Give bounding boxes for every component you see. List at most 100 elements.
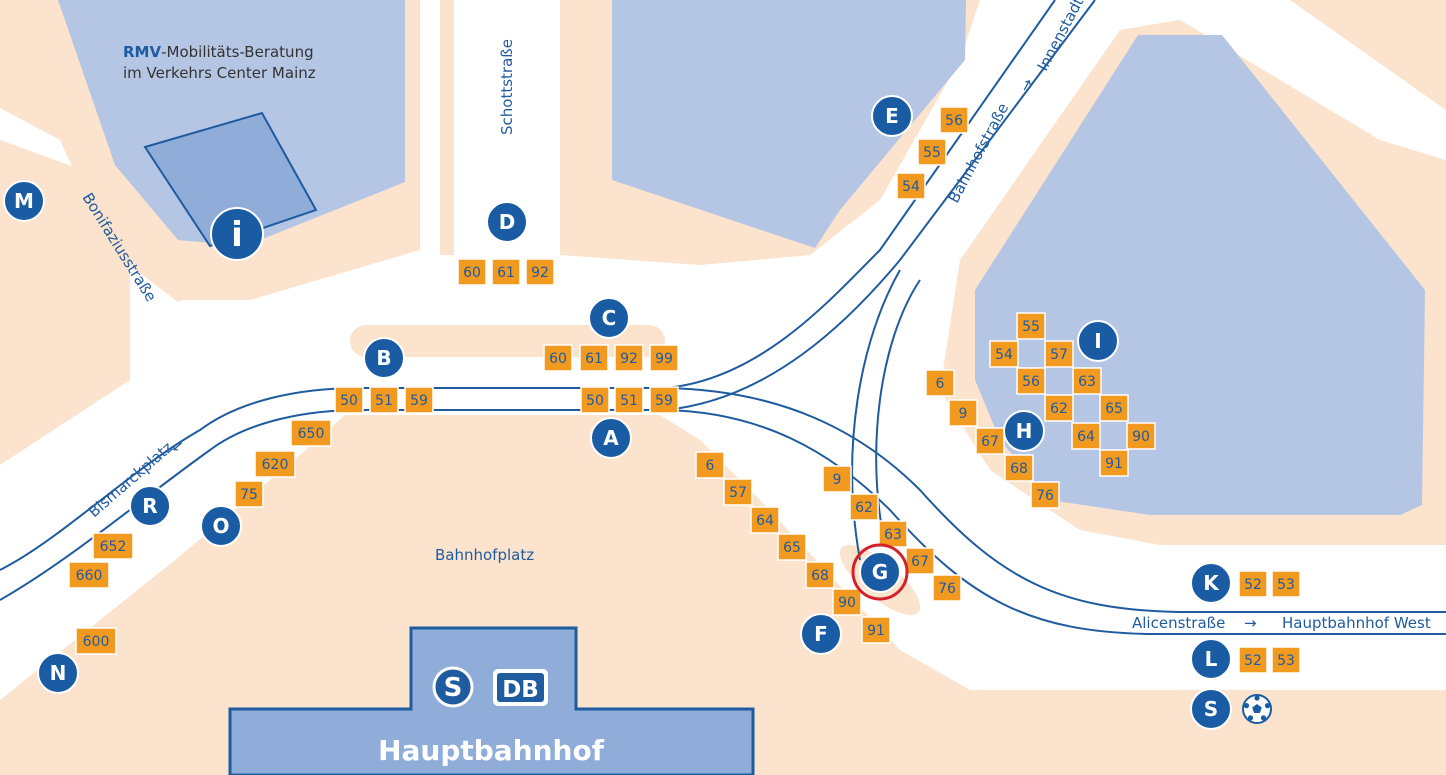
bus-route-box-h-68: 68 [1004,454,1034,482]
label-bahnhofplatz: Bahnhofplatz [435,546,534,564]
stop-marker-circle [590,417,632,459]
stop-marker-k[interactable]: K [1190,562,1232,604]
bus-route-number: 9 [959,406,968,422]
bus-route-box-a-59: 59 [649,386,679,414]
bus-route-box-bg [1271,646,1301,674]
bus-route-box-bg [334,386,364,414]
stop-marker-c[interactable]: C [588,297,630,339]
bus-route-box-g-67: 67 [905,547,935,575]
building-hauptbahnhof [228,626,755,775]
bus-route-box-bg [1004,454,1034,482]
stop-marker-l[interactable]: L [1190,638,1232,680]
stop-marker-m[interactable]: M [3,180,45,222]
bus-route-box-r-660: 660 [68,561,110,589]
stop-marker-n[interactable]: N [37,652,79,694]
bus-route-number: 50 [340,393,358,409]
bus-route-box-l-52: 52 [1238,646,1268,674]
bus-route-number: 61 [497,265,515,281]
sbahn-logo-icon [432,666,474,708]
bus-route-box-bg [491,258,521,286]
bus-route-box-bg [939,106,969,134]
bus-route-number: 9 [833,472,842,488]
stop-marker-circle [3,180,45,222]
db-logo-text: DB [502,677,539,703]
bus-route-box-bg [905,547,935,575]
bus-route-box-bg [1238,646,1268,674]
rmv-brand: RMV [123,43,161,61]
bus-route-box-bg [805,561,835,589]
bus-route-box-e-56: 56 [939,106,969,134]
bus-route-number: 57 [1050,347,1068,363]
stop-marker-o[interactable]: O [200,505,242,547]
bus-route-number: 91 [1105,456,1123,472]
bus-route-box-bg [649,344,679,372]
stop-marker-f[interactable]: F [800,613,842,655]
bus-route-box-bg [1238,570,1268,598]
bus-route-box-c-60: 60 [543,344,573,372]
bus-route-box-d-60: 60 [457,258,487,286]
bus-route-box-bg [1126,422,1156,450]
stop-marker-letter: I [1094,329,1101,353]
stop-marker-b[interactable]: B [363,337,405,379]
rmv-line1-rest: -Mobilitäts-Beratung [161,43,314,61]
bus-route-box-i-62: 62 [1044,394,1074,422]
stop-marker-letter: O [212,514,229,538]
bus-route-box-k-53: 53 [1271,570,1301,598]
stop-marker-d[interactable]: D [486,201,528,243]
stop-marker-e[interactable]: E [871,95,913,137]
bus-route-number: 53 [1277,577,1295,593]
bus-route-number: 99 [655,351,673,367]
info-icon-circle [210,207,264,261]
bus-route-number: 6 [706,458,715,474]
stop-marker-circle [486,201,528,243]
label-hauptbahnhof-west: Hauptbahnhof West [1282,614,1431,632]
stop-marker-i[interactable]: I [1077,320,1119,362]
stop-marker-letter: S [1204,697,1218,721]
bus-route-box-i-54: 54 [989,340,1019,368]
bus-route-box-bg [896,172,926,200]
bus-route-number: 51 [620,393,638,409]
stop-marker-r[interactable]: R [129,485,171,527]
stop-marker-letter: N [50,661,67,685]
bus-route-box-bg [1271,570,1301,598]
stop-marker-h[interactable]: H [1003,410,1045,452]
bus-route-box-i-90: 90 [1126,422,1156,450]
stop-marker-s[interactable]: S [1190,688,1232,730]
bus-route-box-f-68: 68 [805,561,835,589]
bus-route-number: 59 [410,393,428,409]
bus-route-box-i-91: 91 [1099,449,1129,477]
stop-marker-letter: M [14,189,34,213]
pavement-bonifazius-right [120,150,420,300]
bus-route-number: 76 [1036,488,1054,504]
bus-route-number: 65 [1105,401,1123,417]
stop-marker-letter: B [376,346,391,370]
tram-track-6 [875,279,921,546]
bus-route-box-h-6: 6 [925,369,955,397]
sbahn-logo-letter: S [444,673,463,703]
stop-marker-circle [363,337,405,379]
bus-route-box-bg [1099,394,1129,422]
bus-route-box-bg [1099,449,1129,477]
bus-route-box-g-62: 62 [849,493,879,521]
bus-route-number: 67 [911,554,929,570]
bus-route-number: 67 [981,434,999,450]
bus-route-box-a-50: 50 [580,386,610,414]
bus-route-box-i-64: 64 [1071,422,1101,450]
stop-marker-g[interactable]: G [851,543,909,601]
stop-highlight-ring [851,543,909,601]
rmv-line2: im Verkehrs Center Mainz [123,64,316,82]
stop-marker-a[interactable]: A [590,417,632,459]
bus-route-number: 91 [867,623,885,639]
pavement-bahnhofplatz [0,415,1446,775]
bus-route-box-b-50: 50 [334,386,364,414]
bus-route-number: 57 [729,485,747,501]
stop-marker-letter: A [603,426,619,450]
bus-route-box-f-90: 90 [832,588,862,616]
info-icon[interactable]: i [210,207,264,261]
stop-marker-circle [588,297,630,339]
bus-route-box-bg [1072,367,1102,395]
stop-marker-circle [1190,688,1232,730]
stop-markers: A B C D E FG H I KL M N O R S [3,95,1272,730]
stop-marker-letter: C [602,306,617,330]
bus-route-box-d-92: 92 [525,258,555,286]
